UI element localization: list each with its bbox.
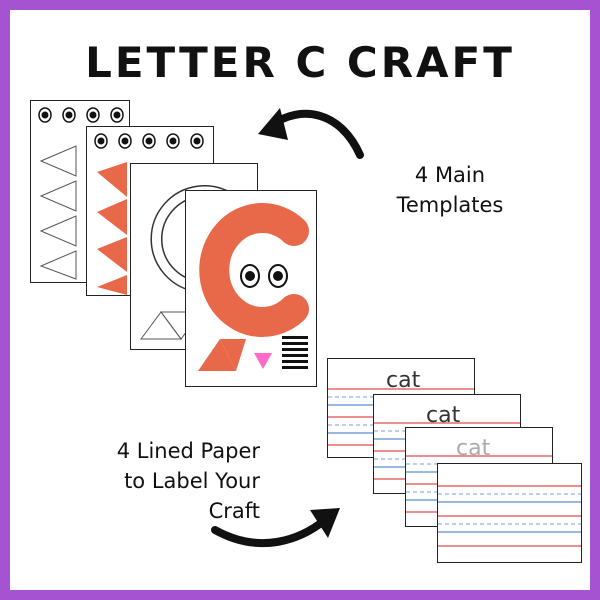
lined-paper-caption: 4 Lined Paper to Label Your Craft xyxy=(50,436,260,526)
eye-icons-row xyxy=(94,133,204,149)
lined-paper-lines xyxy=(438,485,581,547)
orange-triangle xyxy=(198,339,236,371)
lined-word: cat xyxy=(426,403,461,428)
template-page-art xyxy=(38,107,124,280)
template-page-letter-c-face xyxy=(185,190,317,387)
curved-arrow-left-icon xyxy=(258,108,364,159)
main-templates-caption: 4 Main Templates xyxy=(370,160,530,220)
lined-caption-line2: to Label Your xyxy=(124,469,260,493)
lined-word: cat xyxy=(386,368,421,393)
orange-triangles xyxy=(97,162,127,295)
lined-caption-line3: Craft xyxy=(208,499,260,523)
stripes-block xyxy=(282,336,308,369)
eye-icon xyxy=(268,264,288,288)
eye-icons-row xyxy=(38,107,124,123)
eye-icon xyxy=(240,264,260,288)
main-caption-line2: Templates xyxy=(396,193,504,217)
triangle-outlines xyxy=(39,145,77,280)
main-caption-line1: 4 Main xyxy=(414,163,486,187)
template-page-art xyxy=(94,133,204,295)
pink-triangle xyxy=(254,353,272,369)
page-title: LETTER C CRAFT xyxy=(85,38,515,87)
letter-c-shape xyxy=(199,203,309,337)
template-page-art xyxy=(198,203,309,371)
curved-arrow-right-icon xyxy=(211,508,340,547)
arrows-layer xyxy=(211,108,364,547)
lined-word: cat xyxy=(456,436,491,461)
lined-caption-line1: 4 Lined Paper xyxy=(116,439,260,463)
lined-paper-4 xyxy=(437,463,582,563)
orange-triangle xyxy=(220,339,246,371)
canvas: LETTER C CRAFT xyxy=(10,10,590,590)
